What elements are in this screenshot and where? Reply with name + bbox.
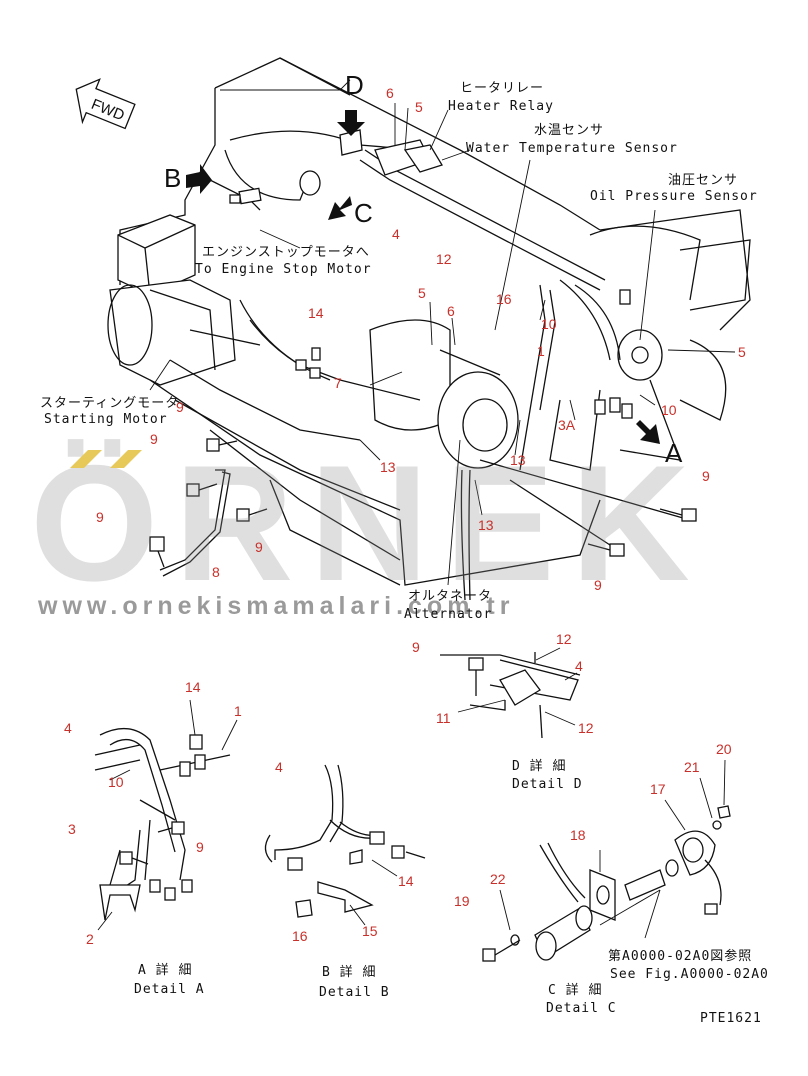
detail-b-jp: B 詳 細 [322,964,376,980]
part-number-9: 9 [196,839,204,855]
water-temp-jp: 水温センサ [534,123,604,138]
detail-a-drawing [94,699,238,931]
part-number-4: 4 [575,658,583,674]
part-number-1: 1 [537,343,545,359]
heater-relay-jp: ヒータリレー [460,81,544,96]
leader-lines-main [149,79,736,586]
view-letter-a: A [665,438,683,468]
part-number-6: 6 [386,85,394,101]
watermark-accent [70,450,142,468]
heater-relay-en: Heater Relay [448,99,554,114]
part-number-9: 9 [96,509,104,525]
part-number-12: 12 [556,631,572,647]
part-number-21: 21 [684,759,700,775]
part-number-5: 5 [415,99,423,115]
part-number-4: 4 [392,226,400,242]
view-letter-c: C [354,198,373,228]
detail-b-en: Detail B [319,985,390,1000]
part-number-4: 4 [275,759,283,775]
part-number-9: 9 [412,639,420,655]
part-number-3a: 3A [558,417,576,433]
part-number-13: 13 [380,459,396,475]
alternator-en: Alternator [404,607,492,622]
engine-stop-en: To Engine Stop Motor [195,262,372,277]
part-number-16: 16 [292,928,308,944]
part-number-2: 2 [86,931,94,947]
part-number-5: 5 [738,344,746,360]
part-number-9: 9 [176,399,184,415]
see-fig-jp: 第A0000-02A0図参照 [608,948,752,964]
detail-b-drawing [264,764,426,926]
detail-c-en: Detail C [546,1001,617,1016]
watermark-url: www.ornekismamalari.com.tr [37,592,514,620]
detail-a-en: Detail A [134,982,205,997]
part-numbers: 1 1 2 3 3A 4 4 4 4 5 5 5 6 6 7 8 9 9 9 9… [64,85,746,947]
part-number-6: 6 [447,303,455,319]
part-number-9: 9 [255,539,263,555]
part-number-19: 19 [454,893,470,909]
main-callouts: ヒータリレー Heater Relay 水温センサ Water Temperat… [40,81,758,622]
starting-motor-en: Starting Motor [44,412,168,427]
part-number-16: 16 [496,291,512,307]
part-number-22: 22 [490,871,506,887]
part-number-13: 13 [478,517,494,533]
part-number-12: 12 [578,720,594,736]
part-number-8: 8 [212,564,220,580]
part-number-18: 18 [570,827,586,843]
bolts-main [149,438,697,568]
watermark-big: ÖRNEK [30,431,706,615]
part-number-11: 11 [436,710,451,726]
engine-outline [107,57,751,601]
view-arrows [186,110,660,444]
view-letters: D B C A [164,70,683,468]
see-fig-en: See Fig.A0000-02A0 [610,967,769,982]
part-number-20: 20 [716,741,732,757]
part-number-10: 10 [661,402,677,418]
forward-arrow-icon: FWD [75,78,136,130]
water-temp-en: Water Temperature Sensor [466,141,678,156]
alternator-jp: オルタネータ [408,589,492,604]
detail-c-jp: C 詳 細 [548,982,602,998]
part-number-17: 17 [650,781,666,797]
part-number-3: 3 [68,821,76,837]
part-number-7: 7 [334,375,342,391]
oil-pressure-jp: 油圧センサ [668,173,738,188]
detail-d-drawing [440,647,581,739]
part-number-9: 9 [702,468,710,484]
part-number-14: 14 [398,873,414,889]
part-number-5: 5 [418,285,426,301]
part-number-15: 15 [362,923,378,939]
part-number-12: 12 [436,251,452,267]
engine-stop-jp: エンジンストップモータへ [202,245,370,260]
starting-motor-jp: スターティングモータ [40,396,179,411]
figure-code: PTE1621 [700,1011,762,1026]
detail-d-jp: D 詳 細 [512,758,566,774]
part-number-9: 9 [150,431,158,447]
view-letter-b: B [164,163,181,193]
detail-d-en: Detail D [512,777,583,792]
detail-c-drawing [482,759,731,962]
part-number-14: 14 [185,679,201,695]
part-number-10: 10 [108,774,124,790]
part-number-13: 13 [510,452,526,468]
part-number-1: 1 [234,703,242,719]
part-number-4: 4 [64,720,72,736]
view-letter-d: D [345,70,364,100]
oil-pressure-en: Oil Pressure Sensor [590,189,758,204]
part-number-14: 14 [308,305,324,321]
detail-a-jp: A 詳 細 [138,962,192,978]
part-number-10: 10 [541,316,557,332]
part-number-9: 9 [594,577,602,593]
